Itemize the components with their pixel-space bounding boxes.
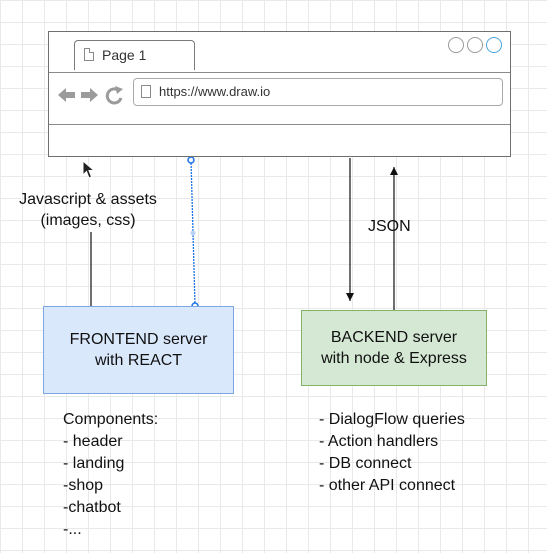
backend-server-box[interactable]: BACKEND server with node & Express bbox=[301, 310, 487, 386]
window-circle-icon[interactable] bbox=[467, 37, 483, 53]
forward-arrow-icon[interactable] bbox=[81, 88, 98, 102]
list-item: - other API connect bbox=[319, 477, 456, 494]
json-label: JSON bbox=[368, 218, 411, 235]
backend-features-list: - DialogFlow queries - Action handlers -… bbox=[319, 409, 465, 497]
components-title: Components: bbox=[63, 411, 159, 428]
frontend-server-box[interactable]: FRONTEND server with REACT bbox=[43, 306, 234, 394]
list-item: - landing bbox=[63, 455, 125, 472]
frontend-server-label: FRONTEND server with REACT bbox=[69, 331, 208, 369]
browser-tab[interactable]: Page 1 bbox=[74, 40, 195, 70]
nav-icons bbox=[58, 86, 123, 105]
mouse-cursor-icon bbox=[82, 160, 96, 179]
window-circle-icon[interactable] bbox=[486, 37, 502, 53]
backend-server-label: BACKEND server with node & Express bbox=[321, 329, 467, 367]
url-text: https://www.draw.io bbox=[159, 84, 271, 99]
page-icon bbox=[141, 85, 151, 98]
list-item: - Action handlers bbox=[319, 433, 439, 450]
list-item: - DB connect bbox=[319, 455, 412, 472]
tab-title: Page 1 bbox=[102, 47, 147, 63]
browser-tabstrip: Page 1 bbox=[49, 32, 510, 72]
toolbar-divider bbox=[49, 72, 510, 73]
connector-handle-mid[interactable] bbox=[190, 230, 196, 236]
content-divider bbox=[49, 124, 510, 125]
list-item: -shop bbox=[63, 477, 104, 494]
page-icon bbox=[84, 48, 94, 61]
connector-handle-start[interactable] bbox=[187, 156, 195, 164]
components-list: Components: - header - landing -shop -ch… bbox=[63, 409, 158, 541]
reload-icon[interactable] bbox=[105, 86, 123, 105]
back-arrow-icon[interactable] bbox=[58, 88, 75, 102]
list-item: - header bbox=[63, 433, 123, 450]
list-item: -... bbox=[63, 521, 82, 538]
list-item: -chatbot bbox=[63, 499, 121, 516]
browser-window[interactable]: Page 1 https://www.draw.io bbox=[48, 31, 511, 157]
assets-label: Javascript & assets (images, css) bbox=[19, 191, 157, 229]
window-circle-icon[interactable] bbox=[448, 37, 464, 53]
url-bar[interactable]: https://www.draw.io bbox=[133, 78, 503, 106]
list-item: - DialogFlow queries bbox=[319, 411, 465, 428]
